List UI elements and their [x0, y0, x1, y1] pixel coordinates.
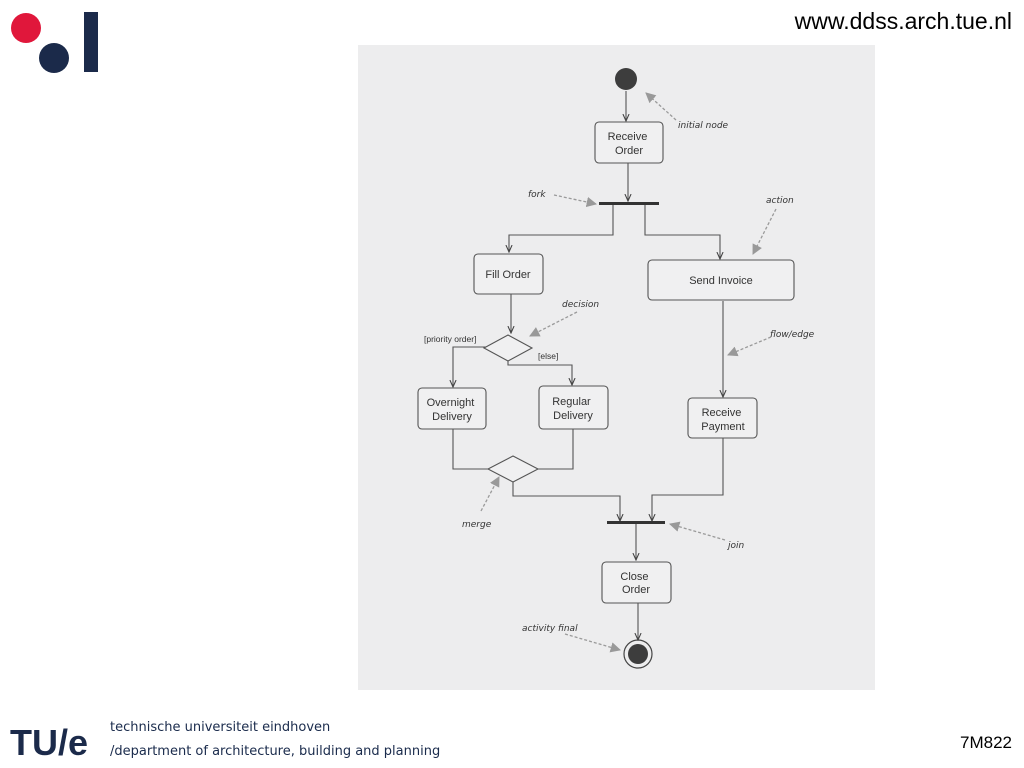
- activity-final-inner: [628, 644, 648, 664]
- decision-node: [482, 334, 534, 362]
- activity-diagram-scan: Receive Order Fill Order Send Invoice Ov…: [358, 45, 875, 690]
- university-name: technische universiteit eindhoven: [110, 720, 331, 735]
- initial-node: [615, 68, 637, 90]
- department-name: /department of architecture, building an…: [110, 744, 441, 759]
- red-dot-icon: [11, 13, 41, 43]
- send-invoice-node: [647, 259, 795, 301]
- annotation-initial-node: initial node: [678, 121, 729, 131]
- overnight-delivery-label: Overnight Delivery: [427, 397, 478, 423]
- site-url[interactable]: www.ddss.arch.tue.nl: [794, 8, 1012, 34]
- annotation-action: action: [766, 196, 794, 206]
- close-order-label: Close Order: [620, 571, 651, 596]
- close-order-node: [601, 561, 672, 604]
- annotation-fork: fork: [528, 190, 546, 200]
- tue-logo: TU/e: [10, 722, 102, 763]
- receive-payment-node: [687, 397, 758, 439]
- join-bar: [607, 521, 665, 524]
- annotation-arrows: [480, 92, 777, 653]
- fill-order-node: [473, 253, 544, 295]
- guard-priority-order: [priority order]: [424, 334, 476, 344]
- receive-payment-label: Receive Payment: [701, 407, 744, 433]
- tue-wordmark-icon: TU/e: [10, 722, 88, 762]
- fill-order-label: Fill Order: [485, 269, 531, 281]
- tue-dot-logo: [8, 8, 104, 76]
- flow-edges: [453, 91, 723, 640]
- guard-else: [else]: [538, 351, 558, 361]
- navy-dot-icon: [39, 43, 69, 73]
- regular-delivery-label: Regular Delivery: [552, 396, 594, 422]
- annotation-flow-edge: flow/edge: [770, 330, 815, 340]
- overnight-delivery-node: [417, 387, 487, 430]
- annotation-activity-final: activity final: [522, 624, 578, 634]
- annotation-merge: merge: [462, 520, 492, 530]
- regular-delivery-node: [538, 385, 609, 430]
- activity-final-node: [623, 639, 653, 669]
- receive-order-node: [594, 121, 664, 164]
- fork-bar: [599, 202, 659, 205]
- course-code: 7M822: [960, 733, 1012, 752]
- navy-bar-icon: [84, 12, 98, 72]
- annotation-join: join: [726, 541, 745, 551]
- receive-order-label: Receive Order: [608, 131, 651, 157]
- merge-node: [486, 455, 540, 483]
- annotation-decision: decision: [562, 300, 599, 310]
- send-invoice-label: Send Invoice: [689, 275, 753, 287]
